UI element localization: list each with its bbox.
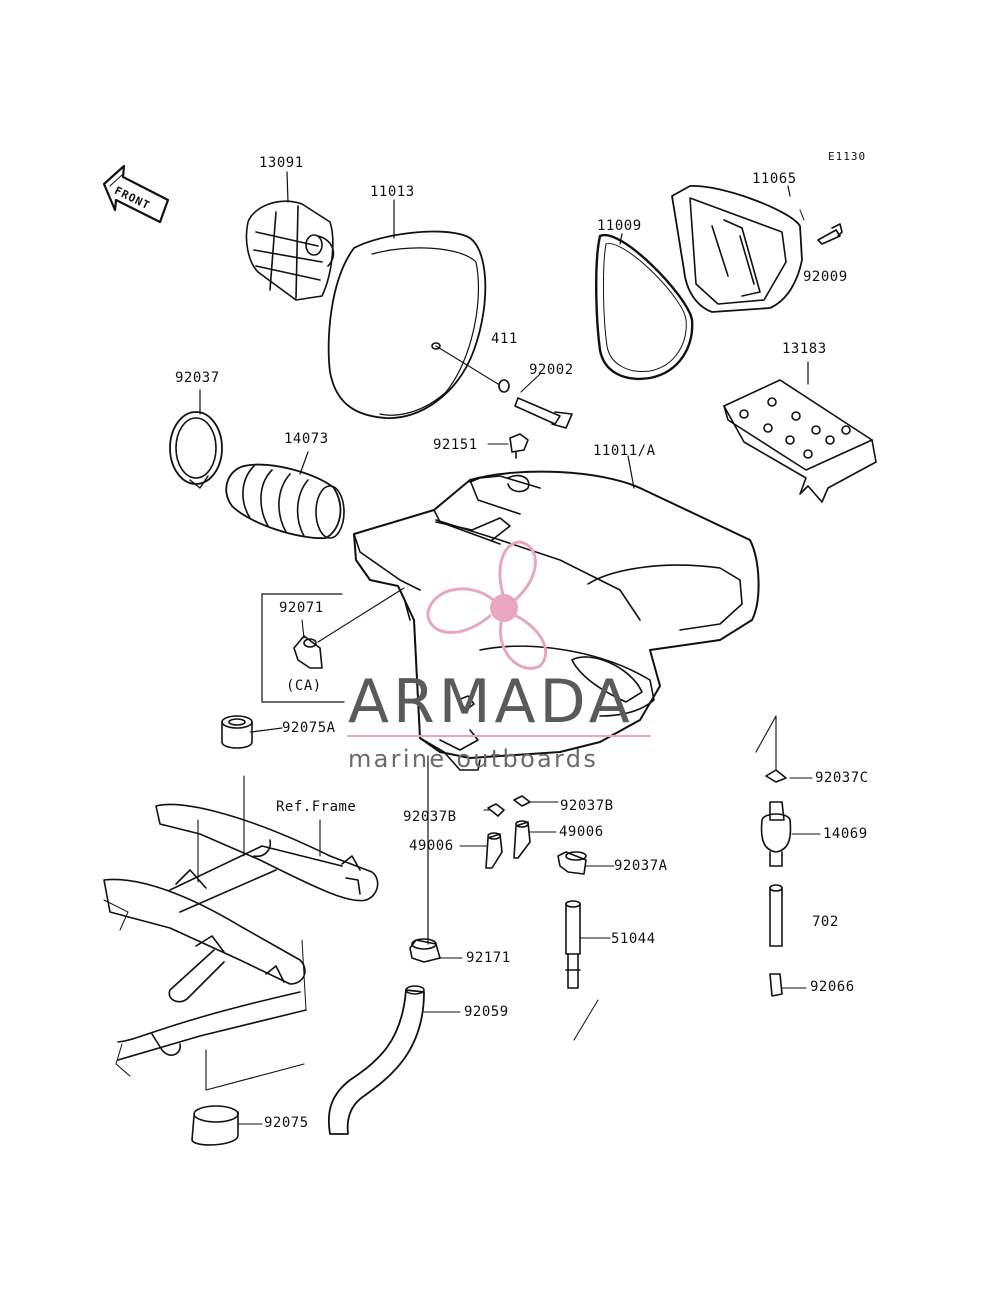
ref-frame-label: Ref.Frame: [276, 799, 357, 815]
part-label-92037C: 92037C: [815, 770, 869, 786]
front-arrow-icon: [102, 164, 170, 224]
part-label-92059: 92059: [464, 1004, 509, 1020]
part-label-11009: 11009: [597, 218, 642, 234]
propeller-logo-icon: [426, 540, 548, 670]
screw-92009: [817, 223, 843, 245]
part-label-92009: 92009: [803, 269, 848, 285]
bolt-92151: [487, 433, 529, 459]
reference-frame: [103, 775, 379, 1091]
part-label-14069: 14069: [823, 826, 868, 842]
clamp-92171: [409, 938, 463, 963]
part-label-92171: 92171: [466, 950, 511, 966]
intake-duct-14073: [225, 451, 345, 540]
part-label-13183: 13183: [782, 341, 827, 357]
spacer-92075: [191, 1105, 263, 1146]
part-label-ca: (CA): [286, 678, 322, 694]
leader-lines: [249, 209, 805, 733]
watermark-subtitle: marine outboards: [348, 745, 599, 773]
part-label-11065: 11065: [752, 171, 797, 187]
fitting-92071-box: [261, 593, 345, 703]
part-label-92037B-right: 92037B: [560, 798, 614, 814]
hose-92059: [327, 985, 461, 1135]
gasket-11009: [595, 233, 694, 381]
inlet-screen-13091: [245, 171, 335, 301]
bracket-13183: [723, 361, 877, 503]
clamp-92037: [169, 389, 223, 489]
part-label-13091: 13091: [259, 155, 304, 171]
fuel-line-group: [755, 715, 821, 997]
part-label-11013: 11013: [370, 184, 415, 200]
bolt-92002: [435, 345, 573, 429]
part-label-411: 411: [491, 331, 518, 347]
watermark-title: ARMADA: [348, 667, 634, 737]
part-label-51044: 51044: [611, 931, 656, 947]
part-label-92071: 92071: [279, 600, 324, 616]
part-label-92066: 92066: [810, 979, 855, 995]
pipe-51044: [565, 900, 611, 1041]
clamps-92037B-group: [427, 755, 559, 945]
part-label-92075: 92075: [264, 1115, 309, 1131]
part-label-92002: 92002: [529, 362, 574, 378]
part-label-92037A: 92037A: [614, 858, 668, 874]
part-label-49006-left: 49006: [409, 838, 454, 854]
cover-11065: [671, 185, 803, 313]
part-label-14073: 14073: [284, 431, 329, 447]
part-label-92037: 92037: [175, 370, 220, 386]
part-label-92151: 92151: [433, 437, 478, 453]
diagram-code: E1130: [828, 150, 867, 163]
part-label-92075A: 92075A: [282, 720, 336, 736]
part-label-49006-right: 49006: [559, 824, 604, 840]
air-filter-11013: [327, 199, 487, 419]
part-label-92037B-left: 92037B: [403, 809, 457, 825]
air-box-11011A: [317, 455, 760, 771]
part-label-11011A: 11011/A: [593, 443, 656, 459]
clamp-92037A: [557, 851, 615, 875]
part-label-702: 702: [812, 914, 839, 930]
